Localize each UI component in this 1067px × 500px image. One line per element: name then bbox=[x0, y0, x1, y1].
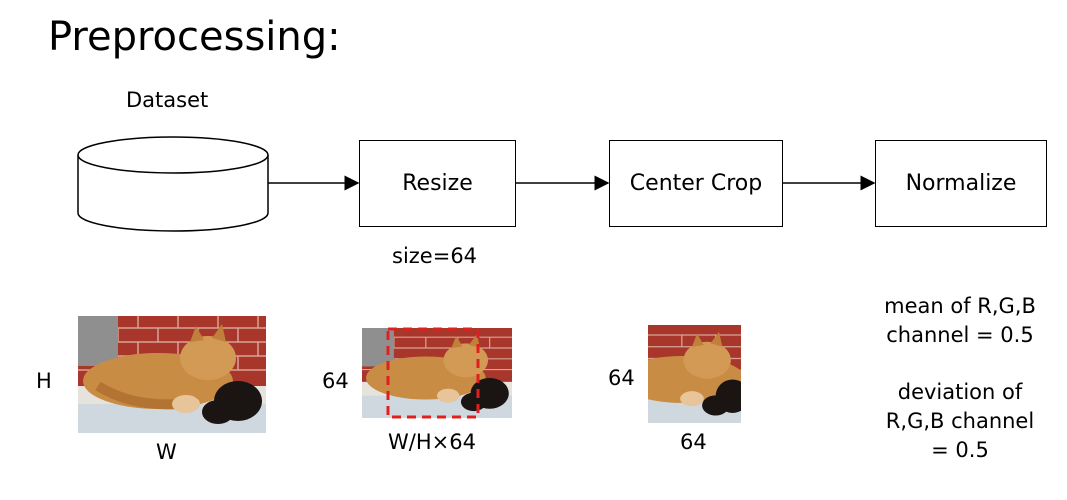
cat-photo-original bbox=[78, 316, 266, 433]
deviation-line-3: = 0.5 bbox=[931, 438, 989, 462]
resized-width-label: W/H×64 bbox=[388, 430, 476, 454]
normalize-deviation-note: deviation of R,G,B channel = 0.5 bbox=[880, 378, 1040, 465]
deviation-line-1: deviation of bbox=[897, 380, 1023, 404]
resize-step: Resize bbox=[359, 140, 516, 227]
cat-photo-cropped bbox=[648, 325, 741, 423]
normalize-step: Normalize bbox=[875, 140, 1047, 227]
deviation-line-2: R,G,B channel bbox=[885, 409, 1035, 433]
cropped-width-label: 64 bbox=[680, 430, 707, 454]
dataset-label: Dataset bbox=[126, 88, 209, 112]
page-title: Preprocessing: bbox=[48, 14, 341, 60]
mean-line-1: mean of R,G,B bbox=[884, 294, 1036, 318]
center-crop-step: Center Crop bbox=[609, 140, 783, 227]
mean-line-2: channel = 0.5 bbox=[886, 323, 1034, 347]
original-width-label: W bbox=[156, 440, 177, 464]
normalize-mean-note: mean of R,G,B channel = 0.5 bbox=[880, 292, 1040, 350]
resize-param: size=64 bbox=[392, 244, 478, 268]
database-cylinder-icon bbox=[77, 136, 269, 232]
cropped-height-label: 64 bbox=[608, 366, 635, 390]
original-height-label: H bbox=[36, 369, 52, 393]
resized-height-label: 64 bbox=[322, 369, 349, 393]
